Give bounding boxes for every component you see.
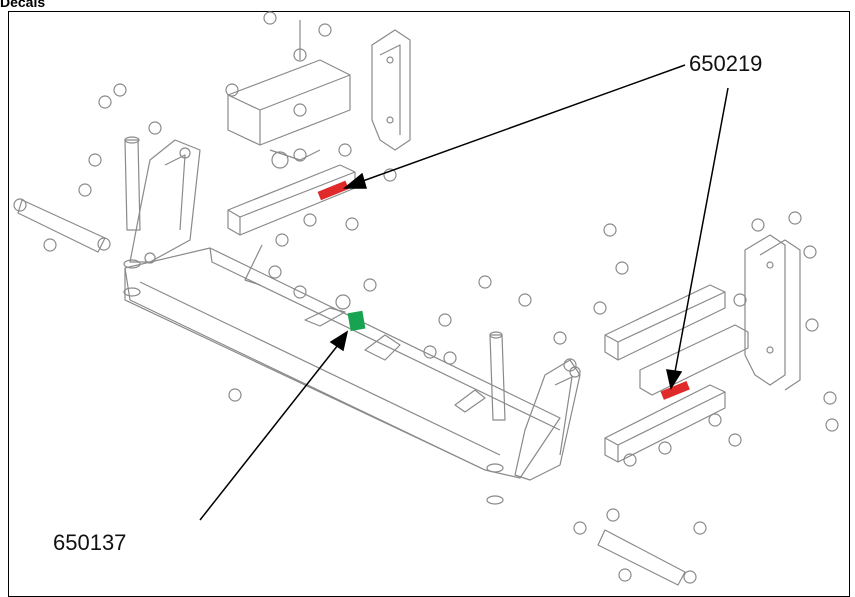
leader-line-650219-b (674, 87, 729, 373)
part-number-bubbles (43, 11, 839, 582)
section-title: Decals (0, 0, 46, 10)
upper-left-tube (227, 164, 356, 286)
right-hydraulic-cylinder (597, 529, 697, 586)
top-tube-assembly (227, 20, 351, 169)
top-right-plate (371, 29, 411, 151)
red-decal-upper (317, 180, 349, 201)
leader-line-650137 (199, 344, 339, 521)
right-tube-lower (604, 384, 726, 463)
middle-bracket (304, 294, 486, 413)
red-decal-lower (660, 381, 690, 400)
arrowhead-650219-a (342, 172, 367, 189)
green-decal (347, 310, 366, 332)
center-pin-shaft (489, 331, 506, 421)
left-upright (123, 139, 201, 297)
callout-label-650219: 650219 (689, 51, 763, 76)
right-upright (486, 359, 581, 505)
arrowhead-650219-b (666, 369, 683, 390)
right-tube-middle (639, 324, 749, 396)
left-hydraulic-cylinder (13, 198, 111, 253)
arrowhead-650137 (329, 330, 349, 352)
leader-line-650219-a (359, 64, 686, 183)
main-frame-beam (124, 247, 561, 479)
callout-label-650137: 650137 (53, 530, 127, 555)
left-pin-shaft (124, 136, 141, 231)
right-side-plates (744, 234, 801, 391)
right-tube-upper (604, 284, 726, 361)
